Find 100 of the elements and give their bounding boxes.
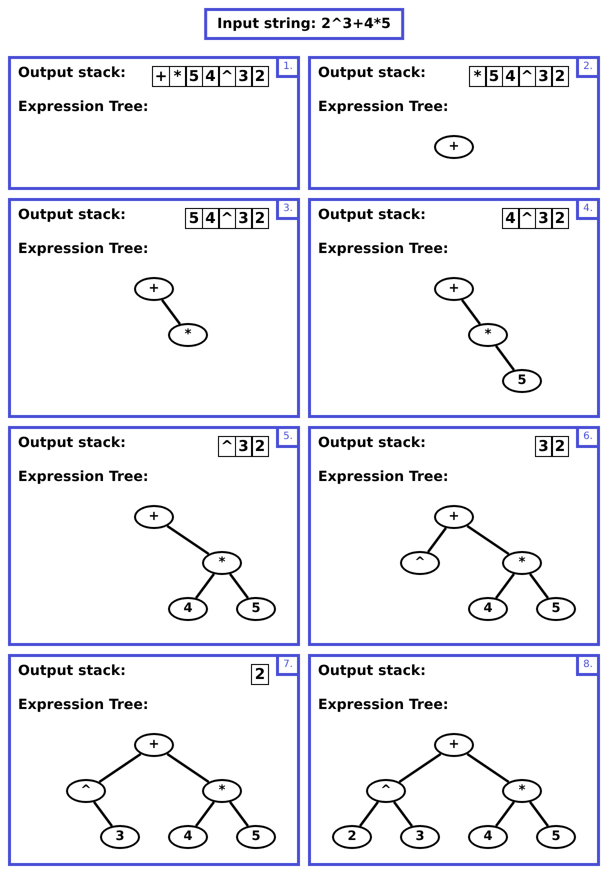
stack-heading: Output stack: bbox=[318, 207, 426, 223]
tree-node: * bbox=[502, 779, 542, 803]
tree-node: 4 bbox=[168, 597, 208, 621]
tree-heading: Expression Tree: bbox=[318, 99, 448, 115]
tree-node: * bbox=[502, 551, 542, 575]
tree-node: 5 bbox=[502, 369, 542, 393]
tree-heading: Expression Tree: bbox=[18, 99, 148, 115]
tree-node: 5 bbox=[536, 825, 576, 849]
tree-node: 3 bbox=[100, 825, 140, 849]
stack-heading: Output stack: bbox=[318, 65, 426, 81]
tree-node: + bbox=[434, 733, 474, 757]
tree-node: 3 bbox=[400, 825, 440, 849]
tree-edge bbox=[393, 801, 413, 827]
tree-edge bbox=[229, 801, 249, 827]
tree-heading: Expression Tree: bbox=[18, 697, 148, 713]
stack-cell: ^ bbox=[518, 208, 536, 229]
stack-cell: 3 bbox=[534, 436, 552, 457]
stack-cell: 3 bbox=[234, 66, 252, 87]
step-number: 2. bbox=[576, 56, 600, 78]
tree-node: + bbox=[134, 733, 174, 757]
tree-edge bbox=[529, 801, 549, 827]
tree-node: 4 bbox=[168, 825, 208, 849]
tree-node: 5 bbox=[236, 597, 276, 621]
stack-cell: * bbox=[168, 66, 186, 87]
tree-edge bbox=[466, 524, 510, 556]
tree-edge bbox=[93, 801, 113, 827]
step-number: 5. bbox=[276, 426, 300, 448]
step-number: 1. bbox=[276, 56, 300, 78]
tree-node: 2 bbox=[332, 825, 372, 849]
tree-node: * bbox=[202, 551, 242, 575]
stack-cell: 3 bbox=[234, 436, 252, 457]
tree-edge bbox=[466, 752, 510, 784]
stack-cell: 3 bbox=[534, 208, 552, 229]
tree-edge bbox=[495, 345, 515, 371]
tree-node: + bbox=[134, 505, 174, 529]
tree-heading: Expression Tree: bbox=[318, 469, 448, 485]
tree-edge bbox=[398, 752, 442, 784]
tree-heading: Expression Tree: bbox=[318, 697, 448, 713]
tree-edge bbox=[195, 573, 215, 599]
stack-cell: ^ bbox=[518, 66, 536, 87]
step-panel bbox=[8, 426, 300, 646]
tree-node: + bbox=[434, 277, 474, 301]
stack-cell: 4 bbox=[202, 208, 220, 229]
stack-cell: 4 bbox=[502, 66, 520, 87]
step-number: 6. bbox=[576, 426, 600, 448]
stack-heading: Output stack: bbox=[18, 663, 126, 679]
stack-cell: 3 bbox=[534, 66, 552, 87]
tree-node: * bbox=[168, 323, 208, 347]
stack-cell: ^ bbox=[218, 66, 236, 87]
step-number: 3. bbox=[276, 198, 300, 220]
tree-node: 5 bbox=[236, 825, 276, 849]
tree-node: + bbox=[134, 277, 174, 301]
stack-cell: 2 bbox=[251, 66, 269, 87]
stack-cell: 2 bbox=[251, 436, 269, 457]
tree-edge bbox=[161, 299, 181, 325]
tree-node: ^ bbox=[66, 779, 106, 803]
tree-node: + bbox=[434, 505, 474, 529]
tree-edge bbox=[229, 573, 249, 599]
tree-node: + bbox=[434, 135, 474, 159]
tree-edge bbox=[529, 573, 549, 599]
stack-heading: Output stack: bbox=[18, 435, 126, 451]
tree-node: ^ bbox=[366, 779, 406, 803]
stack-cell: 2 bbox=[551, 436, 569, 457]
step-panel bbox=[308, 198, 600, 418]
input-string-box: Input string: 2^3+4*5 bbox=[204, 8, 404, 40]
tree-node: 4 bbox=[468, 597, 508, 621]
stack-heading: Output stack: bbox=[18, 65, 126, 81]
tree-edge bbox=[166, 752, 210, 784]
tree-heading: Expression Tree: bbox=[318, 241, 448, 257]
stack-heading: Output stack: bbox=[318, 435, 426, 451]
tree-edge bbox=[195, 801, 215, 827]
step-panel bbox=[8, 56, 300, 190]
stack-cell: ^ bbox=[218, 208, 236, 229]
step-panel bbox=[308, 654, 600, 866]
stack-cell: 2 bbox=[551, 66, 569, 87]
tree-edge bbox=[427, 527, 447, 553]
stack-heading: Output stack: bbox=[18, 207, 126, 223]
stack-cell: 4 bbox=[202, 66, 220, 87]
step-panel bbox=[8, 654, 300, 866]
stack-cell: 2 bbox=[251, 664, 269, 685]
tree-node: 5 bbox=[536, 597, 576, 621]
stack-cell: 5 bbox=[485, 66, 503, 87]
tree-edge bbox=[495, 573, 515, 599]
stack-cell: * bbox=[468, 66, 486, 87]
step-panel bbox=[308, 426, 600, 646]
stack-cell: 2 bbox=[251, 208, 269, 229]
tree-node: * bbox=[468, 323, 508, 347]
tree-edge bbox=[461, 299, 481, 325]
tree-edge bbox=[495, 801, 515, 827]
step-panel bbox=[8, 198, 300, 418]
tree-node: ^ bbox=[400, 551, 440, 575]
step-number: 7. bbox=[276, 654, 300, 676]
stack-cell: 5 bbox=[185, 66, 203, 87]
tree-node: 4 bbox=[468, 825, 508, 849]
step-number: 4. bbox=[576, 198, 600, 220]
step-number: 8. bbox=[576, 654, 600, 676]
tree-heading: Expression Tree: bbox=[18, 469, 148, 485]
stack-heading: Output stack: bbox=[318, 663, 426, 679]
stack-cell: 3 bbox=[234, 208, 252, 229]
tree-edge bbox=[359, 801, 379, 827]
